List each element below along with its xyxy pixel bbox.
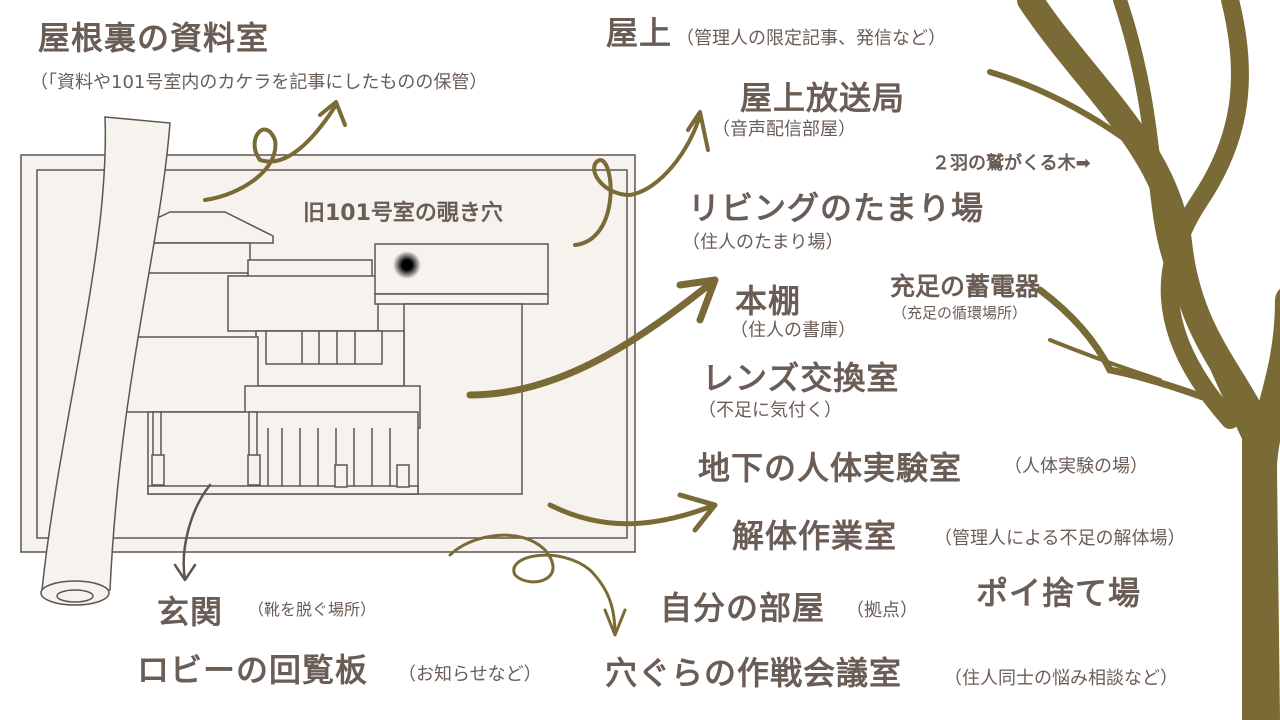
- dismantle-title: 解体作業室: [732, 517, 898, 555]
- war-room-sub: （住人同士の悩み相談など）: [944, 668, 1178, 689]
- bookshelf-sub: （住人の書庫）: [730, 320, 856, 341]
- war-room-title: 穴ぐらの作戦会議室: [605, 654, 903, 692]
- lab-sub: （人体実験の場）: [1004, 456, 1148, 477]
- arrows: [173, 100, 719, 637]
- myroom-sub: （拠点）: [846, 600, 918, 621]
- living-title: リビングのたまり場: [688, 189, 985, 227]
- broadcast-title: 屋上放送局: [740, 79, 906, 117]
- lens-title: レンズ交換室: [702, 359, 900, 397]
- bookshelf-title: 本棚: [735, 282, 802, 320]
- entrance-title: 玄関: [157, 593, 224, 631]
- attic-sub: （「資料や101号室内のカケラを記事にしたものの保管）: [30, 72, 488, 93]
- lab-title: 地下の人体実験室: [698, 449, 963, 487]
- peephole-dot-icon: [393, 251, 421, 279]
- attic-title: 屋根裏の資料室: [38, 19, 270, 57]
- house-illustration: [122, 211, 549, 495]
- tree-illustration: [987, 0, 1280, 720]
- broadcast-sub: （音声配信部屋）: [712, 119, 856, 140]
- battery-title: 充足の蓄電器: [890, 272, 1041, 301]
- dump-title: ポイ捨て場: [976, 574, 1142, 612]
- rolled-paper-illustration: [40, 116, 171, 606]
- lobby-sub: （お知らせなど）: [398, 664, 542, 685]
- entrance-sub: （靴を脱ぐ場所）: [248, 600, 377, 619]
- battery-sub: （充足の循環場所）: [892, 304, 1028, 322]
- tree-label: ２羽の鷲がくる木➡: [932, 153, 1091, 174]
- peephole-label: 旧101号室の覗き穴: [303, 201, 503, 226]
- dismantle-sub: （管理人による不足の解体場）: [934, 528, 1186, 549]
- lobby-title: ロビーの回覧板: [137, 651, 369, 689]
- rooftop-sub: （管理人の限定記事、発信など）: [676, 28, 946, 49]
- myroom-title: 自分の部屋: [660, 589, 826, 627]
- rooftop-title: 屋上: [606, 14, 673, 52]
- living-sub: （住人のたまり場）: [682, 232, 844, 253]
- lens-sub: （不足に気付く）: [698, 400, 842, 421]
